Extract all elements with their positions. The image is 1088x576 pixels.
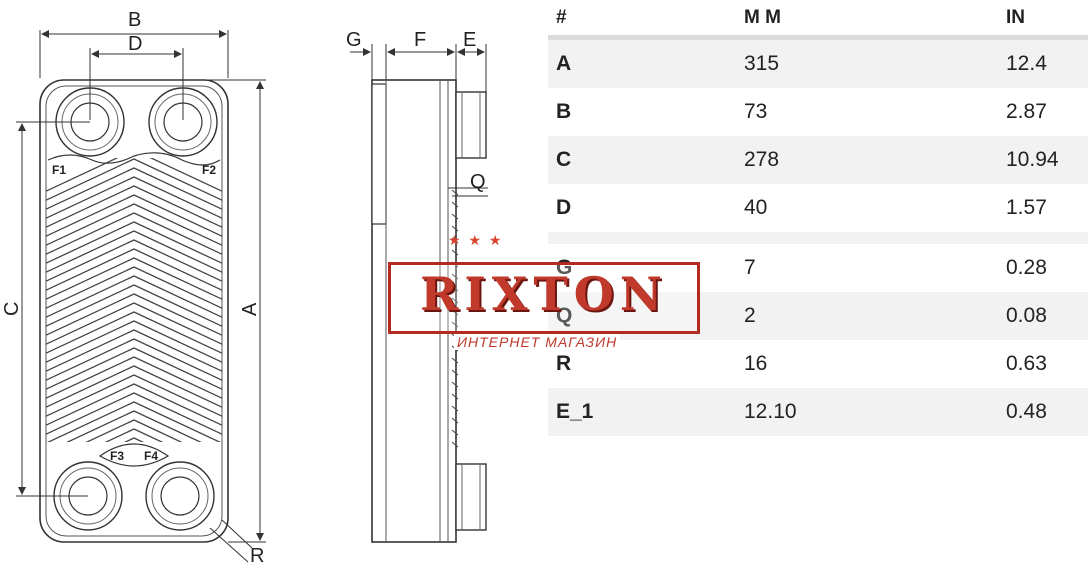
row-in: 12.4 (1006, 52, 1047, 75)
table-row: E_1 12.10 0.48 (548, 388, 1088, 436)
row-name: D (556, 196, 572, 219)
row-mm: 7 (744, 256, 756, 279)
header-mm: M M (744, 6, 781, 28)
row-name: C (556, 148, 572, 171)
spec-table: # M M IN A 315 12.4 B 73 2.87 C 278 10.9… (548, 0, 1088, 436)
row-in: 10.94 (1006, 148, 1059, 171)
plate-corrugation (46, 158, 222, 442)
row-name: B (556, 100, 572, 123)
row-in: 0.63 (1006, 352, 1047, 375)
dim-label-g: G (346, 29, 362, 51)
dimension-gfe (350, 44, 487, 92)
port-bottom-right (145, 461, 215, 531)
row-mm: 40 (744, 196, 768, 219)
dimension-c (16, 121, 90, 497)
port-label-f4: F4 (144, 449, 158, 463)
dimension-q (448, 187, 488, 197)
watermark-logo: RIXTON (388, 262, 700, 334)
header-name: # (556, 6, 567, 28)
watermark-brand: RIXTON (420, 267, 668, 321)
port-label-f1: F1 (52, 163, 66, 177)
dim-label-d: D (128, 33, 142, 55)
port-label-f2: F2 (202, 163, 216, 177)
table-header: # M M IN (548, 0, 1088, 40)
row-mm: 2 (744, 304, 756, 327)
row-mm: 278 (744, 148, 780, 171)
dimension-d (89, 48, 184, 120)
table-row: B 73 2.87 (548, 88, 1088, 136)
row-in: 1.57 (1006, 196, 1047, 219)
port-label-f3: F3 (110, 449, 124, 463)
row-name: A (556, 52, 572, 75)
row-name: Q (556, 304, 573, 327)
row-mm: 12.10 (744, 400, 797, 423)
front-view: F1 F2 F3 F4 (39, 79, 229, 543)
dim-label-r: R (250, 545, 264, 567)
dimension-a (200, 79, 266, 543)
watermark-stars-icon: ★ ★ ★ (448, 232, 504, 248)
row-mm: 16 (744, 352, 768, 375)
row-name: R (556, 352, 572, 375)
dim-label-c: C (1, 302, 23, 316)
connection-top (455, 91, 487, 159)
heat-exchanger-drawing: F1 F2 F3 F4 B D C A R (1, 9, 488, 567)
dim-label-q: Q (470, 171, 486, 193)
row-in: 0.48 (1006, 400, 1047, 423)
dim-label-f: F (414, 29, 426, 51)
watermark-subtitle: ИНТЕРНЕТ МАГАЗИН (454, 334, 621, 350)
row-name: G (556, 256, 573, 279)
side-view (371, 79, 487, 543)
table-row: C 278 10.94 (548, 136, 1088, 184)
table-row: R 16 0.63 (548, 340, 1088, 388)
plate-outline (39, 79, 229, 543)
row-in: 0.28 (1006, 256, 1047, 279)
dim-label-b: B (128, 9, 141, 31)
table-row: D 40 1.57 (548, 184, 1088, 232)
dimension-b (39, 30, 229, 78)
row-in: 0.08 (1006, 304, 1047, 327)
dim-label-a: A (239, 302, 261, 316)
connection-bottom (455, 463, 487, 531)
header-in: IN (1006, 6, 1025, 28)
side-plate-ticks (451, 189, 459, 448)
row-mm: 315 (744, 52, 780, 75)
table-row: G 7 0.28 (548, 244, 1088, 292)
dimension-r (209, 519, 253, 563)
row-name: E_1 (556, 400, 594, 423)
row-in: 2.87 (1006, 100, 1047, 123)
dim-label-e: E (463, 29, 476, 51)
table-row: A 315 12.4 (548, 40, 1088, 88)
table-row-separator (548, 232, 1088, 244)
row-mm: 73 (744, 100, 768, 123)
